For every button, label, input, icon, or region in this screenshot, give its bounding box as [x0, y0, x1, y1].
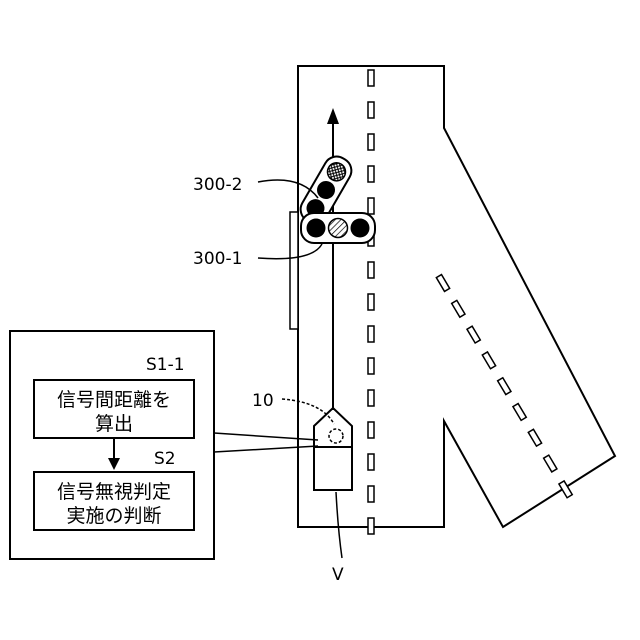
lane-dash [368, 422, 374, 438]
lane-dash [368, 486, 374, 502]
lane-dash [368, 326, 374, 342]
label-300-2: 300-2 [193, 175, 242, 195]
lane-dash [368, 102, 374, 118]
step2-line2: 実施の判断 [66, 505, 161, 527]
lane-dash [368, 134, 374, 150]
travel-path [327, 108, 339, 410]
lane-dash [544, 455, 557, 472]
branch-lane-dashes [436, 275, 572, 498]
flowchart-panel: S1-1 信号間距離を 算出 S2 信号無視判定 実施の判断 [10, 331, 318, 559]
lane-dash [498, 378, 511, 395]
lane-dash [482, 352, 495, 369]
lane-dash [368, 454, 374, 470]
lane-dash [528, 429, 541, 446]
lane-dash [368, 198, 374, 214]
step2-line1: 信号無視判定 [57, 481, 171, 503]
lane-dash [436, 275, 449, 292]
lane-dash [467, 326, 480, 343]
step1-line1: 信号間距離を [57, 389, 171, 411]
lane-dash [368, 70, 374, 86]
lane-dash [368, 166, 374, 182]
signal-pole [290, 212, 298, 329]
step2-id: S2 [154, 449, 176, 469]
label-camera: 10 [252, 391, 274, 411]
lane-dash [368, 358, 374, 374]
traffic-signal-300-1 [301, 213, 375, 243]
lane-dash [368, 518, 374, 534]
direction-arrow [327, 108, 339, 124]
vehicle [314, 408, 352, 490]
lane-dash [368, 390, 374, 406]
label-300-1: 300-1 [193, 249, 242, 269]
lane-dash [368, 294, 374, 310]
camera-icon [329, 429, 343, 443]
road [298, 66, 615, 527]
main-lane-dashes [368, 70, 374, 534]
lane-dash [368, 262, 374, 278]
lane-dash [513, 404, 526, 421]
step1-line2: 算出 [95, 413, 133, 435]
label-vehicle: V [332, 565, 344, 585]
lane-dash [452, 300, 465, 317]
step1-id: S1-1 [146, 355, 185, 375]
